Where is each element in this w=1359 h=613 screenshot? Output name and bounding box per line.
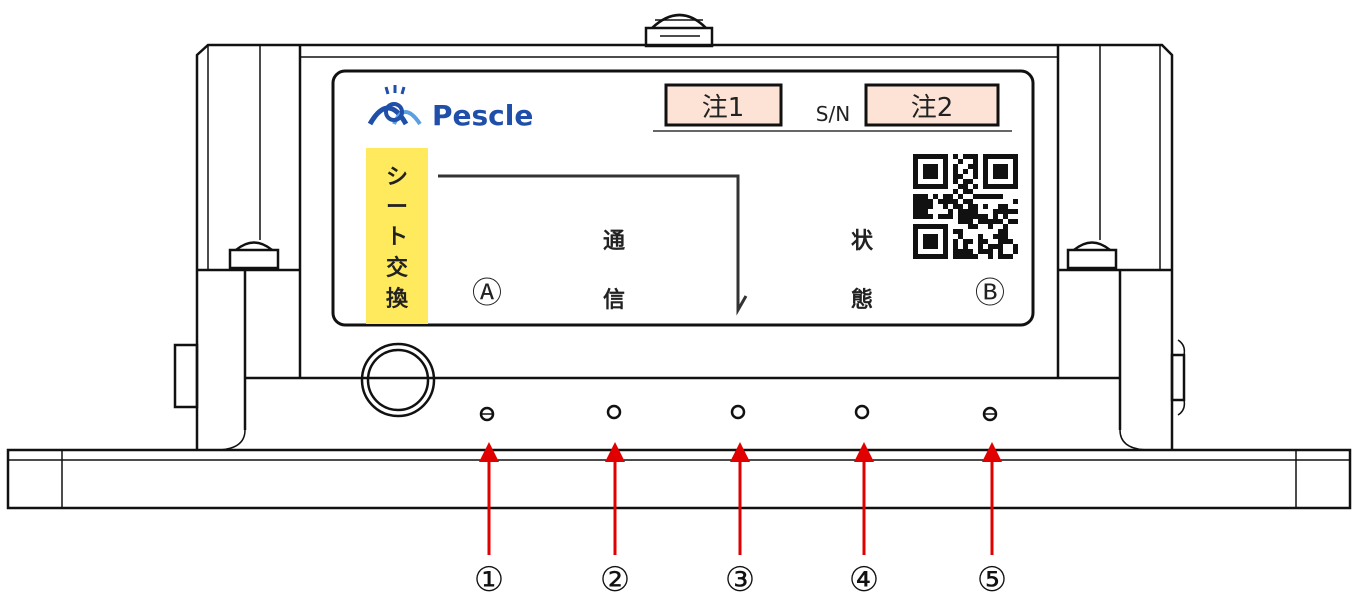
note1-box bbox=[664, 83, 783, 127]
port-b-label: Ⓑ bbox=[975, 276, 1005, 311]
housing bbox=[173, 43, 1186, 451]
sheet-exchange-button[interactable] bbox=[360, 342, 436, 418]
port-a-label: Ⓐ bbox=[472, 276, 502, 311]
pescle-logo: Pescle bbox=[367, 85, 533, 132]
arrow-head-icon bbox=[479, 442, 499, 462]
arrow-head-icon bbox=[730, 442, 750, 462]
led-2 bbox=[606, 404, 622, 420]
indicator-arrows bbox=[479, 442, 1002, 555]
sheet-char: ー bbox=[386, 195, 408, 220]
qr-code bbox=[911, 153, 1021, 260]
comm-char: 信 bbox=[603, 287, 625, 313]
led-4 bbox=[854, 404, 870, 420]
indicator-number-4: ④ bbox=[849, 560, 879, 600]
label-panel: Pescle 注1 S/N 注2 シ ー ト 交 換 Ⓐ Ⓑ 通 信 状 態 bbox=[331, 69, 1035, 327]
sheet-char: 換 bbox=[386, 286, 409, 312]
sheet-char: ト bbox=[386, 225, 408, 250]
sheet-char: シ bbox=[386, 165, 408, 190]
flow-line bbox=[438, 174, 748, 316]
arrow-head-icon bbox=[605, 442, 625, 462]
sheet-char: 交 bbox=[386, 255, 408, 281]
top-screw bbox=[644, 13, 714, 48]
comm-char: 通 bbox=[603, 229, 625, 254]
note1-text: 注1 bbox=[702, 93, 745, 123]
note2-box bbox=[864, 83, 1000, 127]
indicator-number-2: ② bbox=[600, 560, 630, 600]
led-5 bbox=[982, 406, 998, 422]
led-indicators bbox=[479, 404, 998, 422]
note2-text: 注2 bbox=[911, 93, 954, 123]
status-char: 状 bbox=[851, 229, 874, 254]
arrow-head-icon bbox=[982, 442, 1002, 462]
sheet-exchange-band bbox=[366, 148, 428, 324]
led-3 bbox=[730, 404, 746, 420]
indicator-number-1: ① bbox=[474, 560, 504, 600]
base-flange bbox=[6, 448, 1352, 510]
brand-name: Pescle bbox=[432, 99, 533, 132]
status-char: 態 bbox=[851, 287, 873, 313]
sn-label: S/N bbox=[816, 102, 850, 126]
indicator-number-5: ⑤ bbox=[977, 560, 1007, 600]
indicator-number-3: ③ bbox=[725, 560, 755, 600]
led-1 bbox=[479, 406, 495, 422]
arrow-head-icon bbox=[854, 442, 874, 462]
